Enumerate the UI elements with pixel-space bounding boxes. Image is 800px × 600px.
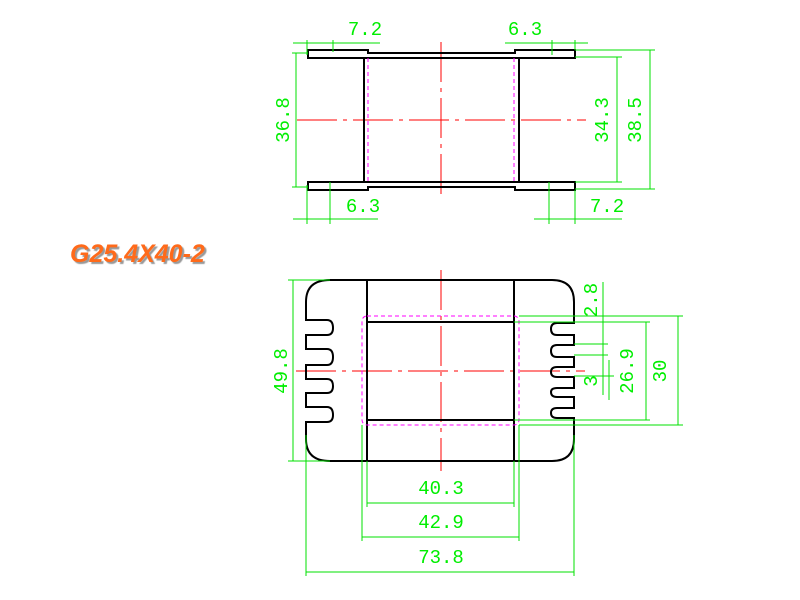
front-view: 49.8 2.8 3 26.9 30 40.3 42.9 73.8	[271, 270, 683, 576]
dim-inner-height: 26.9	[617, 348, 639, 394]
bottom-flange	[307, 181, 576, 191]
dim-outer-height: 38.5	[625, 97, 647, 143]
dim-top-right: 6.3	[508, 19, 542, 41]
part-number-title: G25.4X40-2	[70, 240, 205, 268]
dim-pin-offset: 2.8	[581, 283, 603, 317]
dim-outer-height: 30	[650, 360, 672, 383]
dim-inner-height: 34.3	[592, 97, 614, 143]
top-view: 7.2 6.3 36.8 34.3 38.5 6.3 7.2	[273, 19, 655, 224]
dim-top-left: 7.2	[348, 19, 382, 41]
hidden-core-outline	[361, 315, 520, 426]
dim-height: 49.8	[271, 348, 293, 394]
dim-left-height: 36.8	[273, 97, 295, 143]
dim-bottom-right: 7.2	[590, 196, 624, 218]
top-flange	[307, 49, 576, 59]
dim-pin-pitch: 3	[581, 375, 603, 386]
dim-bottom-left: 6.3	[346, 196, 380, 218]
bobbin-outline	[305, 279, 575, 462]
dim-outer-width: 42.9	[418, 512, 464, 534]
dim-inner-width: 40.3	[418, 478, 464, 500]
dim-total-width: 73.8	[418, 547, 464, 569]
